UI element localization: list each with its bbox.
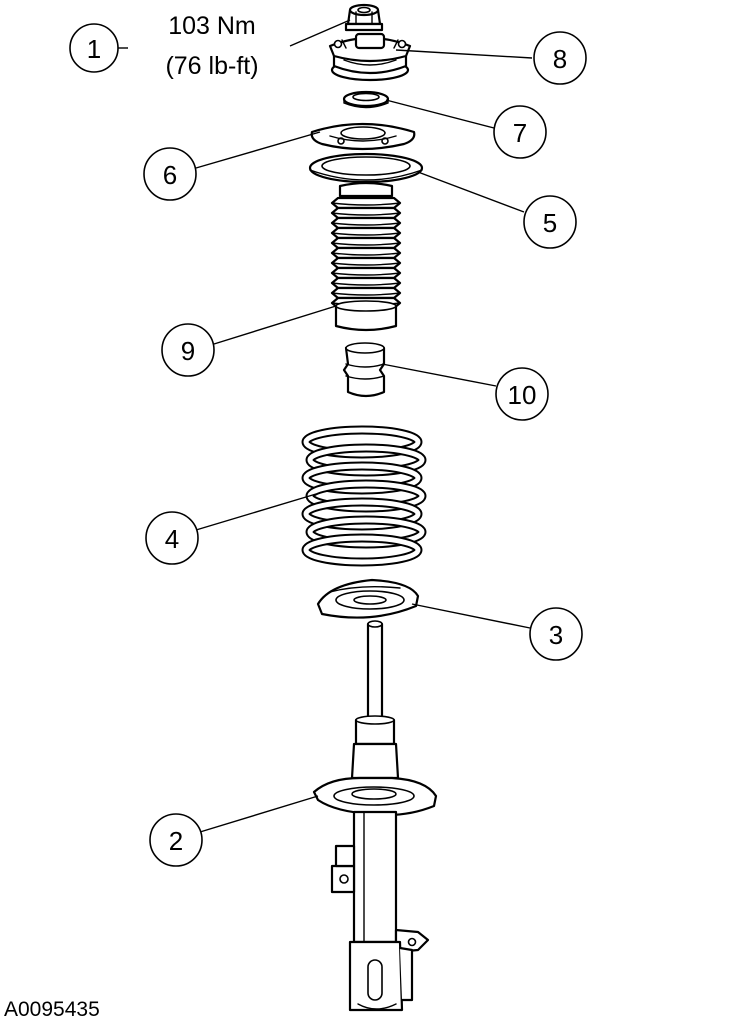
callout-9-label: 9: [181, 336, 195, 366]
boot-rib-fold: [331, 242, 401, 246]
callout-3: 3: [529, 607, 583, 661]
leader-5: [417, 171, 525, 213]
leader-torque: [289, 19, 351, 47]
spring-coil-highlight: [303, 463, 421, 493]
boot-rib: [330, 216, 402, 230]
leader-lines: [118, 19, 533, 833]
part-upper-mount: [328, 32, 412, 82]
callout-8: 8: [533, 31, 587, 85]
part-spring-insulator: [308, 152, 424, 184]
callout-8-label: 8: [553, 44, 567, 74]
boot-rib-fold: [331, 272, 401, 276]
leader-7: [385, 99, 495, 129]
callout-7: 7: [493, 105, 547, 159]
part-bump-stop: [342, 342, 386, 398]
boot-rib: [330, 246, 402, 260]
callout-10-label: 10: [508, 380, 537, 410]
torque-spec: 103 Nm (76 lb-ft): [165, 12, 258, 80]
spring-coil-highlight: [303, 499, 421, 529]
callout-5-label: 5: [543, 208, 557, 238]
callout-5: 5: [523, 195, 577, 249]
spring-coil-highlight: [303, 427, 421, 457]
torque-metric: 103 Nm: [168, 12, 256, 40]
boot-rib-fold: [331, 232, 401, 236]
boot-rib: [330, 266, 402, 280]
boot-rib-fold: [331, 292, 401, 296]
callout-9: 9: [161, 323, 215, 377]
boot-rib: [330, 226, 402, 240]
callout-4-label: 4: [165, 524, 179, 554]
boot-rib-fold: [331, 282, 401, 286]
callout-6-label: 6: [163, 160, 177, 190]
leader-6: [195, 131, 321, 169]
callout-4: 4: [145, 511, 199, 565]
part-top-nut: [344, 3, 384, 32]
callout-1-label: 1: [87, 34, 101, 64]
leader-9: [213, 305, 337, 345]
leader-8: [395, 49, 533, 59]
callout-1: 1: [69, 23, 119, 73]
leader-10: [381, 363, 497, 387]
boot-rib-fold: [331, 222, 401, 226]
part-upper-spring-seat: [310, 122, 416, 151]
leader-3: [411, 603, 531, 629]
part-coil-spring: [301, 425, 427, 567]
boot-rib: [330, 276, 402, 290]
boot-rib: [330, 256, 402, 270]
boot-rib: [330, 236, 402, 250]
boot-rib-fold: [331, 252, 401, 256]
callout-2: 2: [149, 813, 203, 867]
figure-id: A0095435: [4, 998, 100, 1021]
spring-coil-highlight: [307, 517, 425, 547]
boot-rib-fold: [331, 262, 401, 266]
callout-2-label: 2: [169, 826, 183, 856]
callout-6: 6: [143, 147, 197, 201]
boot-rib: [330, 196, 402, 210]
leader-4: [195, 493, 317, 531]
callout-3-label: 3: [549, 620, 563, 650]
boot-rib: [330, 206, 402, 220]
part-strut-body: [312, 620, 438, 1012]
callout-10: 10: [495, 367, 549, 421]
boot-rib-fold: [331, 202, 401, 206]
spring-coil-highlight: [303, 535, 421, 565]
spring-coil-highlight: [307, 445, 425, 475]
boot-rib: [330, 286, 402, 300]
part-bearing: [342, 90, 390, 109]
torque-imperial: (76 lb-ft): [165, 52, 258, 80]
part-dust-boot: [330, 181, 402, 332]
callout-7-label: 7: [513, 118, 527, 148]
leader-2: [199, 795, 319, 833]
boot-rib-fold: [331, 212, 401, 216]
part-lower-spring-seat: [316, 578, 420, 619]
